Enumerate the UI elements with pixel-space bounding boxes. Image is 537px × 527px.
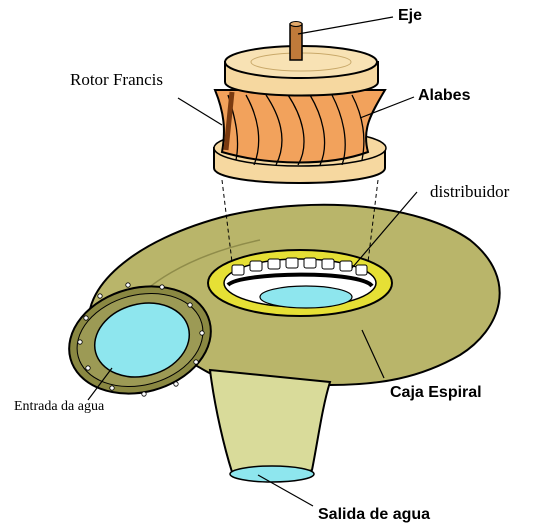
shaft-label: Eje [398,8,422,24]
draft-tube-outlet [230,466,314,482]
rotor-blades [215,90,385,163]
water-inlet-label: Entrada da agua [14,400,104,414]
distributor-label: distribuidor [430,183,509,200]
blades-label: Alabes [418,88,470,104]
spiral-case-label: Caja Espiral [390,385,482,401]
water-outlet-label: Salida de agua [318,507,430,523]
distributor-water [260,286,352,308]
rotor-label: Rotor Francis [70,71,163,88]
draft-tube [210,370,330,479]
shaft [290,24,302,60]
